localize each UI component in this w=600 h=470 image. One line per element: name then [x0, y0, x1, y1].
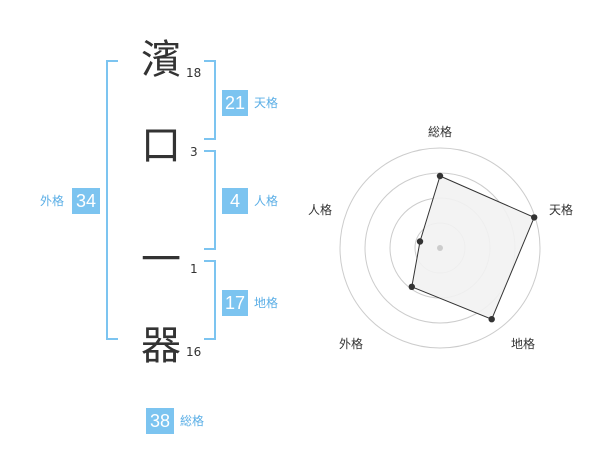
chikaku-value-badge: 17 — [222, 290, 248, 316]
jinkaku-label: 人格 — [254, 194, 279, 208]
gaikaku-value-badge: 34 — [72, 188, 100, 214]
radar-axis-label-soukaku: 総格 — [428, 125, 453, 139]
stroke-count-4: 16 — [186, 345, 202, 359]
radar-point-3 — [488, 316, 495, 323]
name-char-3: 一 — [141, 237, 181, 283]
tenkaku-value-badge: 21 — [222, 90, 248, 116]
radar-axis-label-tenkaku: 天格 — [549, 203, 574, 217]
soukaku-label: 総格 — [180, 414, 205, 428]
soukaku-value-badge: 38 — [146, 408, 174, 434]
radar-point-4 — [408, 283, 415, 290]
tenkaku-bracket — [204, 60, 216, 140]
gaikaku-label: 外格 — [40, 194, 65, 208]
chikaku-label: 地格 — [254, 296, 279, 310]
radar-axis-label-chikaku: 地格 — [511, 337, 536, 351]
radar-point-2 — [531, 214, 538, 221]
tenkaku-label: 天格 — [254, 96, 279, 110]
gaikaku-bracket — [106, 60, 118, 340]
jinkaku-bracket — [204, 150, 216, 250]
stroke-count-2: 3 — [190, 145, 198, 159]
radar-point-1 — [436, 172, 444, 180]
name-char-2: 口 — [141, 123, 181, 169]
name-char-4: 器 — [141, 323, 181, 369]
radar-value-area — [411, 175, 535, 320]
chikaku-bracket — [204, 260, 216, 340]
radar-axis-label-gaikaku: 外格 — [339, 337, 364, 351]
radar-chart — [339, 147, 541, 349]
radar-grid-ring-4 — [339, 147, 541, 349]
radar-center-dot — [437, 245, 443, 251]
jinkaku-value-badge: 4 — [222, 188, 248, 214]
stroke-count-3: 1 — [190, 262, 198, 276]
radar-point-5 — [416, 238, 424, 245]
radar-axis-label-jinkaku: 人格 — [308, 203, 333, 217]
name-char-1: 濱 — [141, 37, 181, 83]
stroke-count-1: 18 — [186, 66, 202, 80]
